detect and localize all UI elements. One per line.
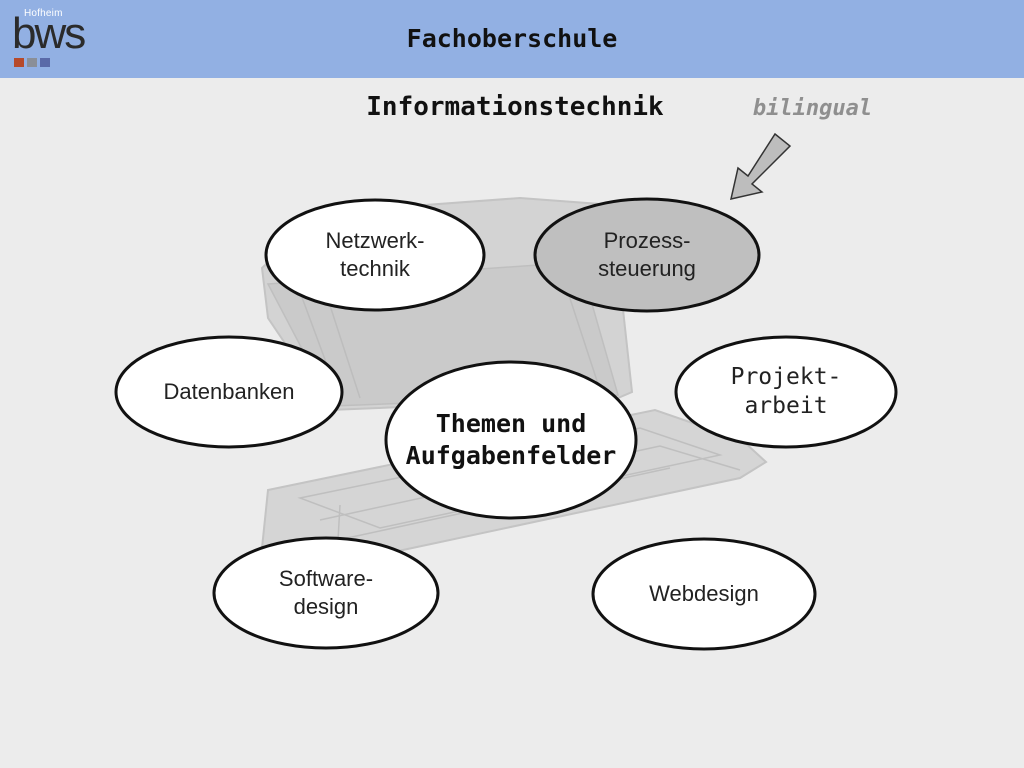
topic-softwaredesign-shape bbox=[212, 536, 440, 650]
center-topic-shape bbox=[384, 360, 638, 520]
logo-text: bws bbox=[12, 9, 86, 58]
topic-prozesssteuerung: Prozess- steuerung bbox=[598, 227, 696, 281]
page-subtitle: Informationstechnik bbox=[366, 92, 664, 122]
logo-squares bbox=[14, 58, 50, 67]
page-title: Fachoberschule bbox=[406, 24, 618, 53]
topic-projektarbeit-shape bbox=[674, 335, 898, 449]
header-bar: Hofheim bws Fachoberschule bbox=[0, 0, 1024, 78]
topic-prozesssteuerung-shape bbox=[533, 197, 761, 313]
topic-datenbanken: Datenbanken bbox=[163, 378, 295, 404]
bilingual-tag: bilingual bbox=[752, 96, 873, 121]
logo-square-1 bbox=[14, 58, 24, 67]
topic-datenbanken-shape bbox=[114, 335, 344, 449]
topic-netzwerktechnik: Netzwerk- technik bbox=[325, 227, 425, 281]
logo-square-2 bbox=[27, 58, 37, 67]
arrow-icon bbox=[730, 132, 792, 200]
center-topic: Themen und Aufgabenfelder bbox=[405, 408, 617, 471]
logo-square-3 bbox=[40, 58, 50, 67]
topic-webdesign-shape bbox=[591, 537, 817, 651]
topic-netzwerktechnik-shape bbox=[264, 198, 486, 312]
logo-location: Hofheim bbox=[24, 8, 63, 19]
topic-projektarbeit: Projekt- arbeit bbox=[730, 363, 842, 419]
topic-webdesign: Webdesign bbox=[649, 580, 759, 606]
topic-softwaredesign: Software- design bbox=[278, 565, 374, 619]
bws-logo: Hofheim bws bbox=[10, 8, 100, 70]
